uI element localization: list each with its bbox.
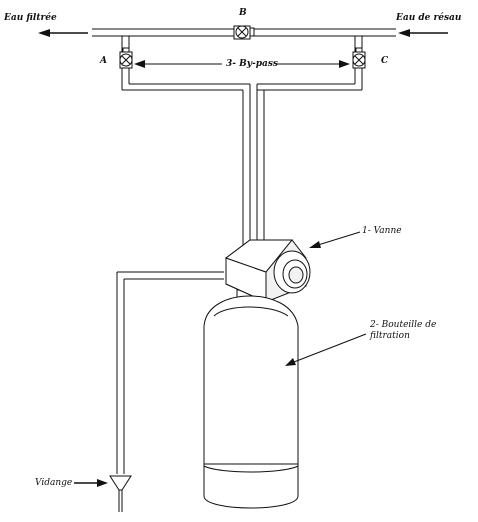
valve-a-label: A — [100, 56, 107, 66]
filtration-bottle — [203, 295, 299, 509]
control-valve-head — [224, 239, 311, 305]
valve-c-label: C — [381, 56, 389, 66]
drain-pipe — [116, 271, 224, 474]
vanne-label: 1- Vanne — [362, 226, 402, 236]
valve-a — [119, 47, 133, 69]
supply-pipe — [242, 84, 265, 246]
valve-c — [352, 47, 366, 69]
inlet-arrow — [398, 29, 448, 37]
vanne-arrow — [309, 231, 361, 248]
drain-funnel — [109, 475, 132, 512]
drain-arrow — [74, 479, 108, 487]
bouteille-arrow — [285, 333, 367, 366]
bouteille-label-line2: filtration — [370, 331, 410, 341]
valve-b-label: B — [239, 8, 247, 18]
outlet-label: Eau filtrée — [4, 13, 57, 23]
bypass-arrow — [134, 60, 350, 68]
vidange-label: Vidange — [35, 478, 73, 488]
bypass-label: 3- By-pass — [226, 59, 278, 69]
inlet-label: Eau de résau — [396, 13, 462, 23]
valve-b — [233, 25, 255, 40]
bouteille-label-line1: 2- Bouteille de — [370, 320, 437, 330]
outlet-arrow — [38, 29, 88, 37]
